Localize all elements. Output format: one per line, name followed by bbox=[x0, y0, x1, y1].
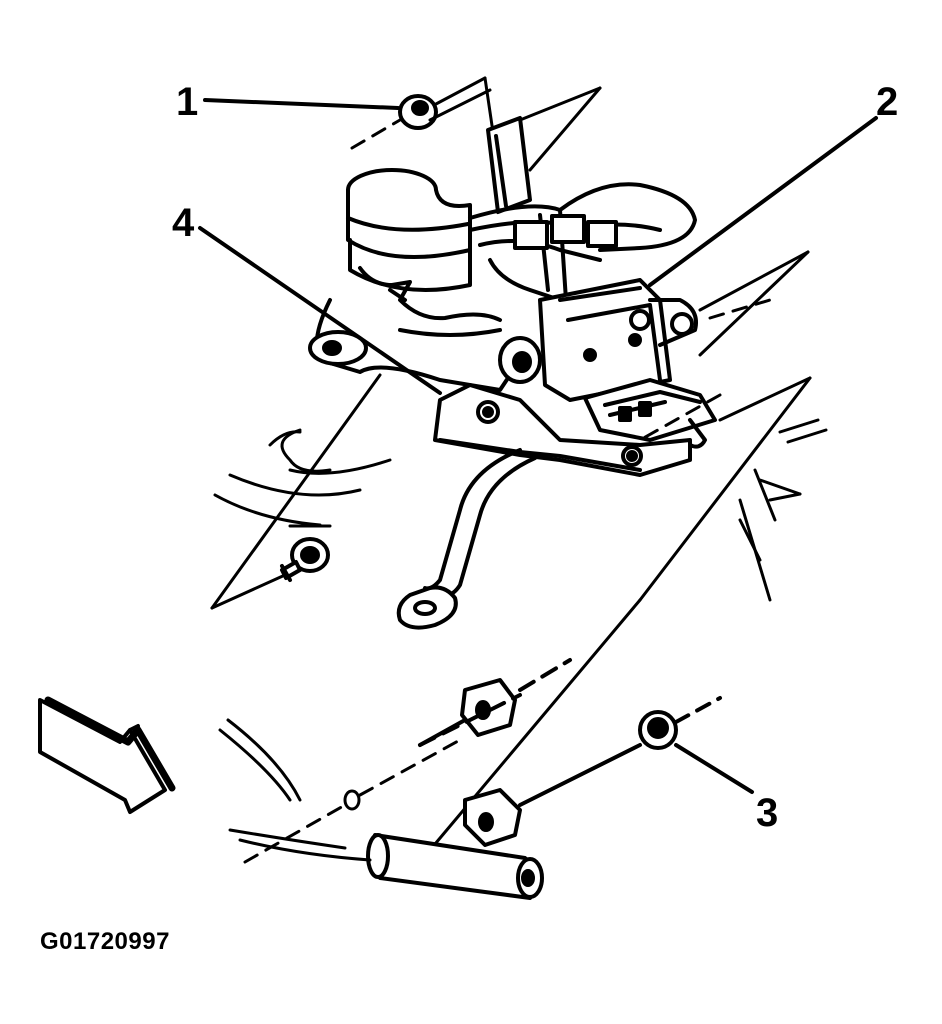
lower-grommet bbox=[463, 788, 522, 847]
upper-grommet bbox=[418, 658, 572, 747]
figure-id: G01720997 bbox=[40, 928, 170, 955]
callout-1-label: 1 bbox=[176, 80, 198, 124]
master-cylinder-body bbox=[308, 298, 542, 392]
brake-lines bbox=[468, 182, 697, 332]
callout-2-label: 2 bbox=[876, 80, 898, 124]
bolt-left bbox=[280, 537, 330, 582]
module-bracket bbox=[433, 383, 692, 477]
direction-of-view-arrow bbox=[38, 696, 176, 814]
nut-3 bbox=[518, 696, 722, 807]
callout-4-label: 4 bbox=[172, 201, 195, 245]
callout-1-leader bbox=[203, 98, 400, 110]
callout-4-leader bbox=[198, 226, 442, 395]
frame-rail-curves bbox=[218, 718, 372, 862]
callout-2-leader bbox=[648, 116, 878, 287]
ground-strap bbox=[396, 448, 537, 630]
callout-3-label: 3 bbox=[756, 791, 778, 835]
nut-1 bbox=[398, 94, 438, 130]
mounting-bracket bbox=[486, 116, 532, 214]
installation-guide-lines bbox=[350, 76, 602, 182]
mounting-hole bbox=[243, 738, 462, 864]
ebcm-connector bbox=[583, 378, 717, 449]
bpmv-module bbox=[538, 278, 698, 402]
master-cylinder-reservoir bbox=[346, 168, 502, 322]
guide-lines-left bbox=[210, 373, 392, 610]
vehicle-structure-lines bbox=[738, 418, 828, 602]
callout-3-leader bbox=[674, 743, 754, 794]
mounting-sleeve bbox=[366, 833, 544, 900]
